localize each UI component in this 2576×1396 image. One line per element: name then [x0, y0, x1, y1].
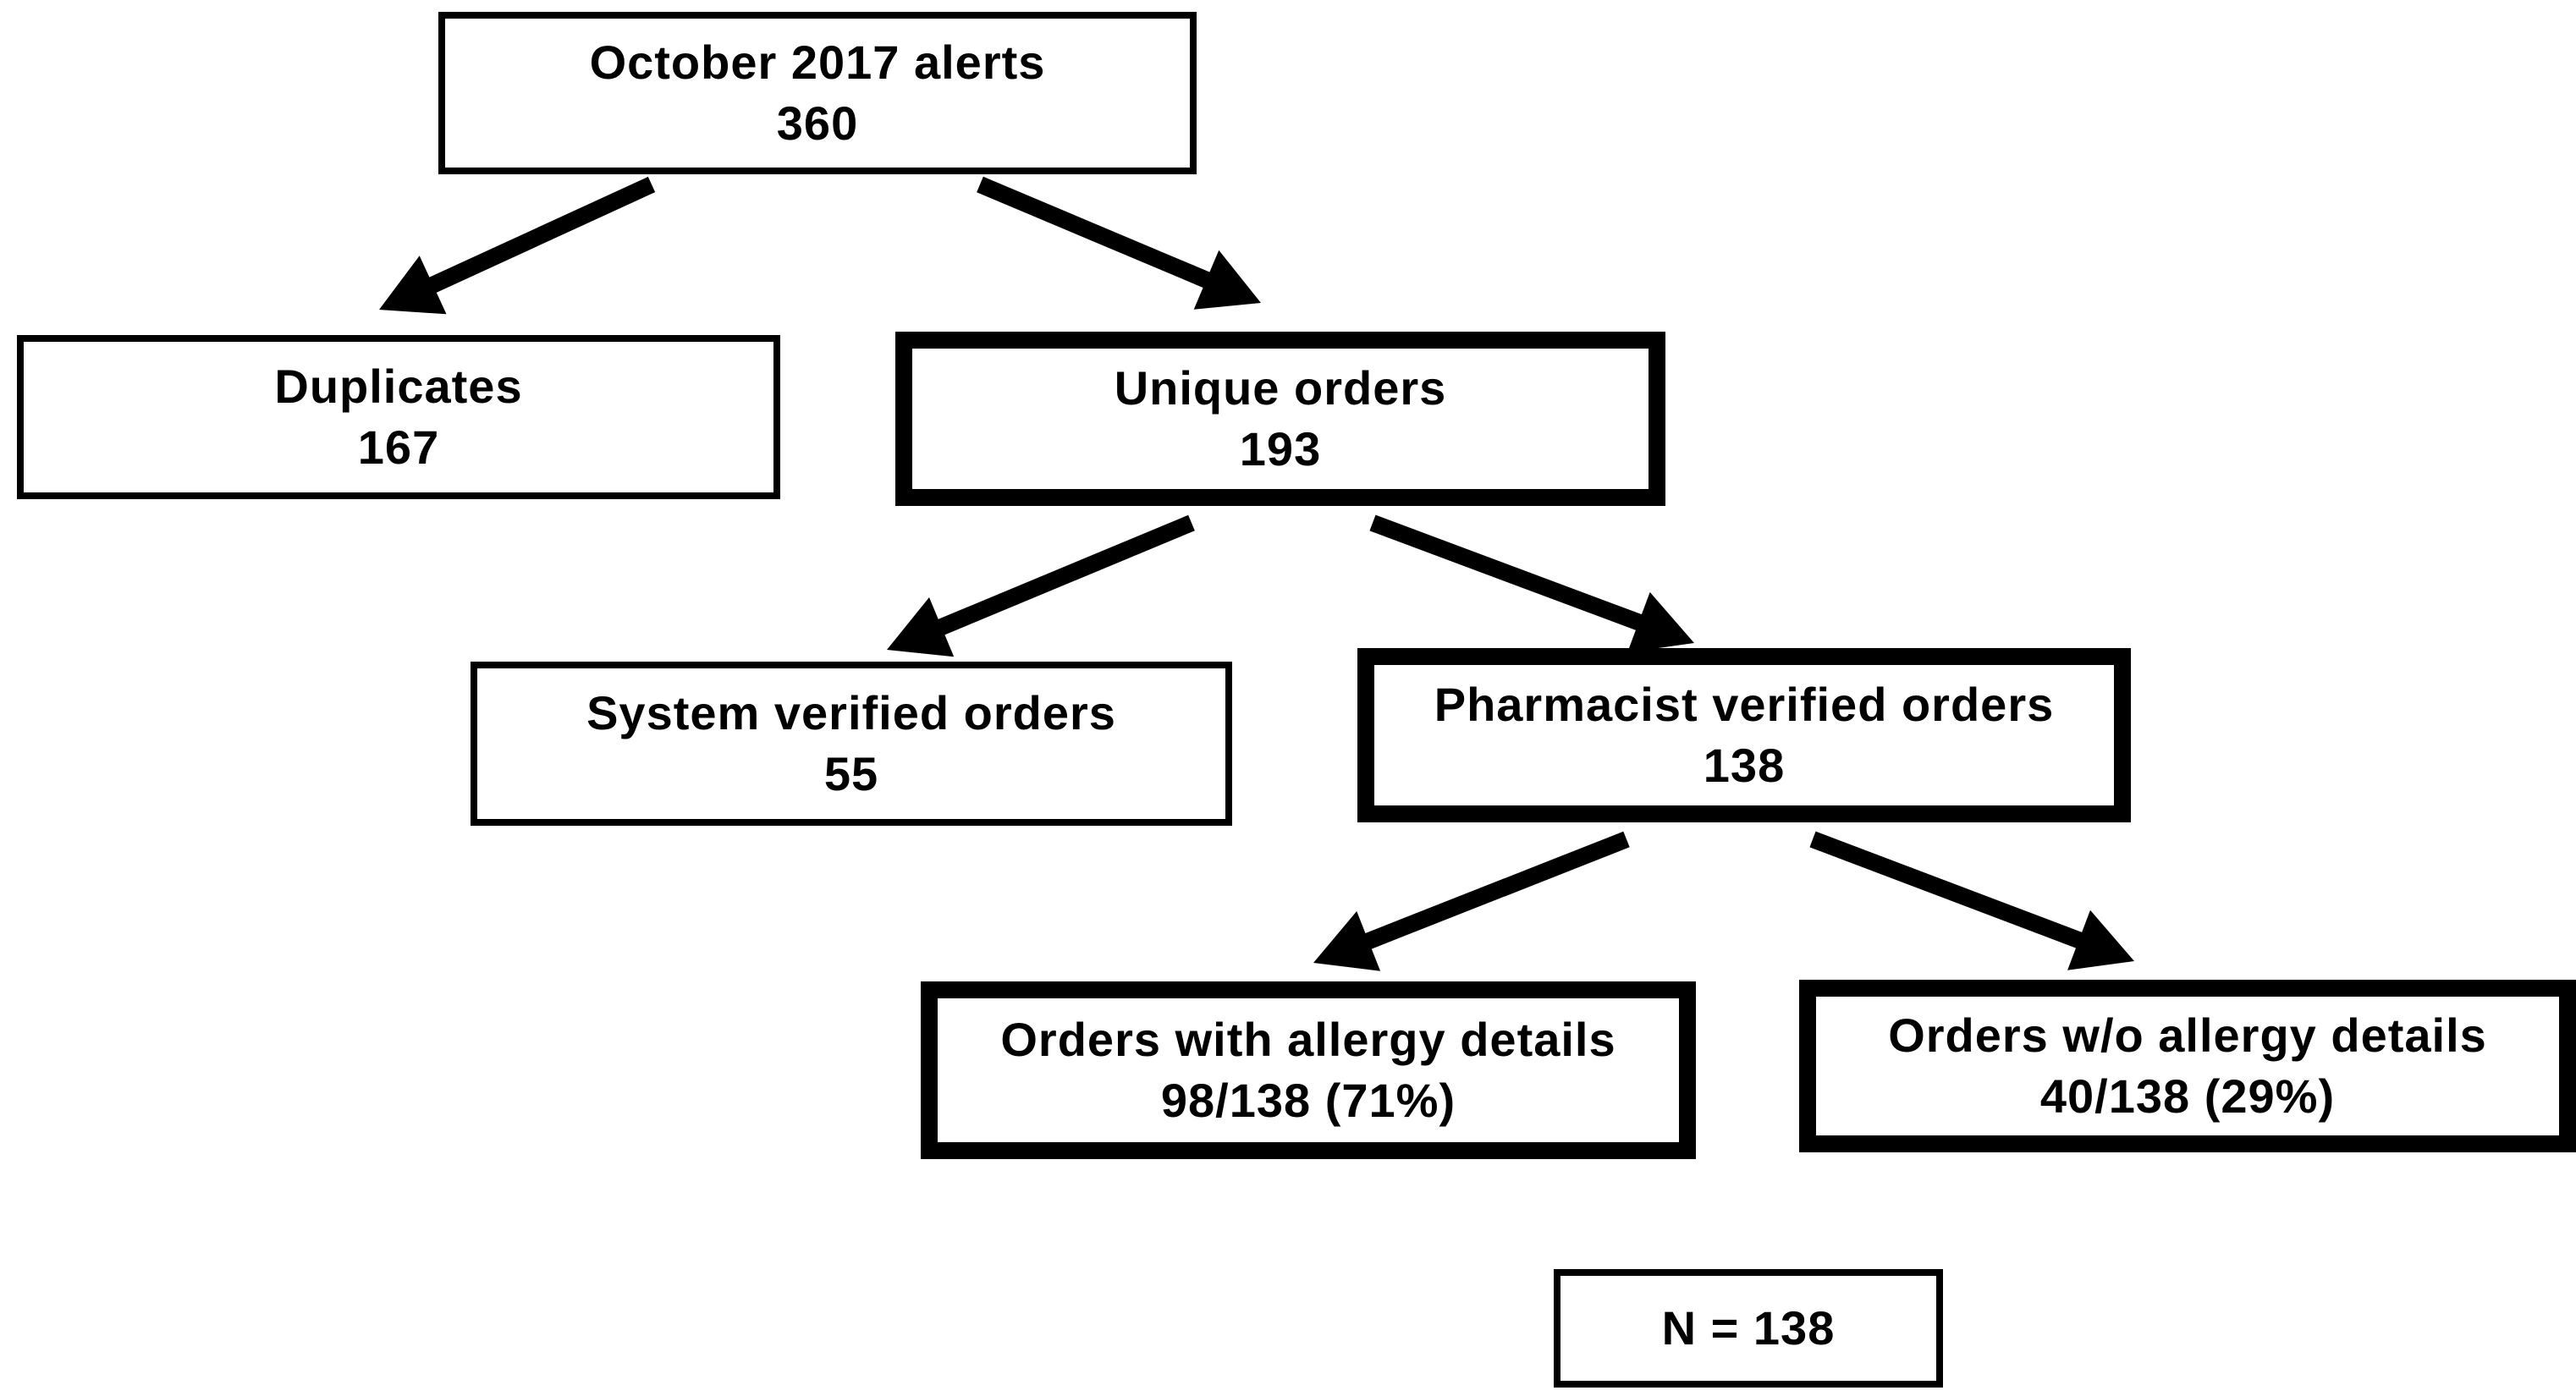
node-title: Orders with allergy details: [1000, 1013, 1616, 1066]
node-title: Duplicates: [274, 360, 523, 413]
arrow-pharmacist-to-with_allergy: [1362, 831, 1630, 951]
arrowhead-alerts-to-duplicates: [379, 256, 447, 315]
node-unique-orders: Unique orders 193: [895, 332, 1665, 506]
node-title: System verified orders: [586, 686, 1116, 739]
node-october-2017-alerts: October 2017 alerts 360: [438, 12, 1197, 174]
arrow-pharmacist-to-without_allergy: [1809, 831, 2085, 949]
node-title: Unique orders: [1114, 361, 1447, 415]
node-value: 360: [776, 96, 859, 150]
arrowhead-alerts-to-unique: [1193, 250, 1261, 310]
arrow-alerts-to-unique: [977, 176, 1214, 289]
node-orders-with-allergy-details: Orders with allergy details 98/138 (71%): [921, 981, 1696, 1159]
node-pharmacist-verified-orders: Pharmacist verified orders 138: [1357, 648, 2131, 822]
node-title: Pharmacist verified orders: [1434, 678, 2055, 731]
arrowhead-unique-to-pharmacist: [1627, 591, 1694, 653]
arrowhead-pharmacist-to-without_allergy: [2067, 910, 2134, 970]
node-system-verified-orders: System verified orders 55: [471, 662, 1232, 826]
node-n-total: N = 138: [1554, 1269, 1943, 1388]
arrow-unique-to-pharmacist: [1369, 514, 1645, 632]
node-title: N = 138: [1661, 1301, 1836, 1355]
node-orders-without-allergy-details: Orders w/o allergy details 40/138 (29%): [1799, 980, 2576, 1152]
node-duplicates: Duplicates 167: [17, 335, 780, 499]
node-title: Orders w/o allergy details: [1888, 1009, 2487, 1062]
arrowhead-unique-to-system: [887, 597, 955, 657]
node-value: 40/138 (29%): [2039, 1069, 2336, 1123]
node-value: 138: [1703, 739, 1786, 792]
arrow-alerts-to-duplicates: [426, 176, 656, 294]
node-value: 98/138 (71%): [1160, 1074, 1456, 1127]
arrow-unique-to-system: [935, 514, 1195, 636]
node-value: 167: [357, 420, 440, 474]
arrowhead-pharmacist-to-with_allergy: [1313, 911, 1381, 971]
node-value: 55: [823, 747, 879, 800]
node-title: October 2017 alerts: [589, 36, 1046, 89]
node-value: 193: [1239, 422, 1322, 475]
